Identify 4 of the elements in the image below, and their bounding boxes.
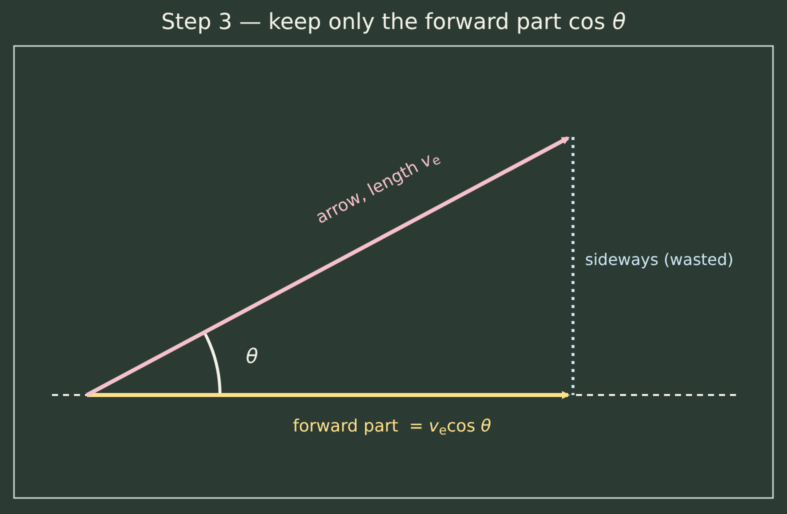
angle-label: θ [246,343,258,370]
component-label: forward part = v$_{e}$cos θ [292,415,492,440]
title: Step 3 — keep only the forward part cos θ [161,9,626,37]
component-label: sideways (wasted) [585,249,734,271]
